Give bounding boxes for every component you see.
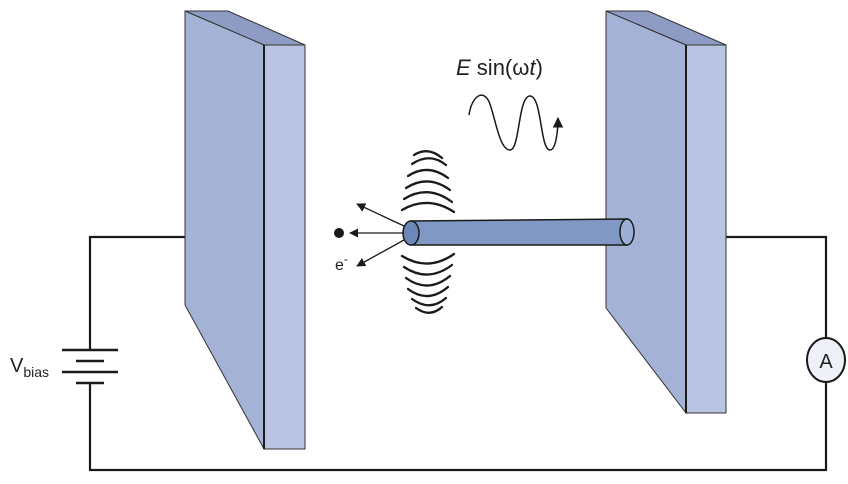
wave-arcs-bottom [400,252,456,314]
left-plate-side [263,44,306,450]
left-plate-front [184,10,265,450]
right-plate-front [605,10,687,415]
left-plate [184,10,306,450]
field-label: E sin(ωt) [456,55,543,80]
right-plate-side [685,44,727,414]
electron-label: e- [335,252,348,274]
circuit-wire [88,235,828,472]
wave-arcs-top [400,150,456,214]
battery-icon [62,348,118,385]
emitter-rod [402,218,635,246]
ammeter-label: A [819,351,833,373]
emission-arrows [349,203,405,267]
sine-wave [468,94,564,151]
ammeter-icon: A [806,337,846,383]
electron-dot [334,228,344,238]
bias-voltage-label: Vbias [10,355,49,380]
right-plate [605,10,727,415]
